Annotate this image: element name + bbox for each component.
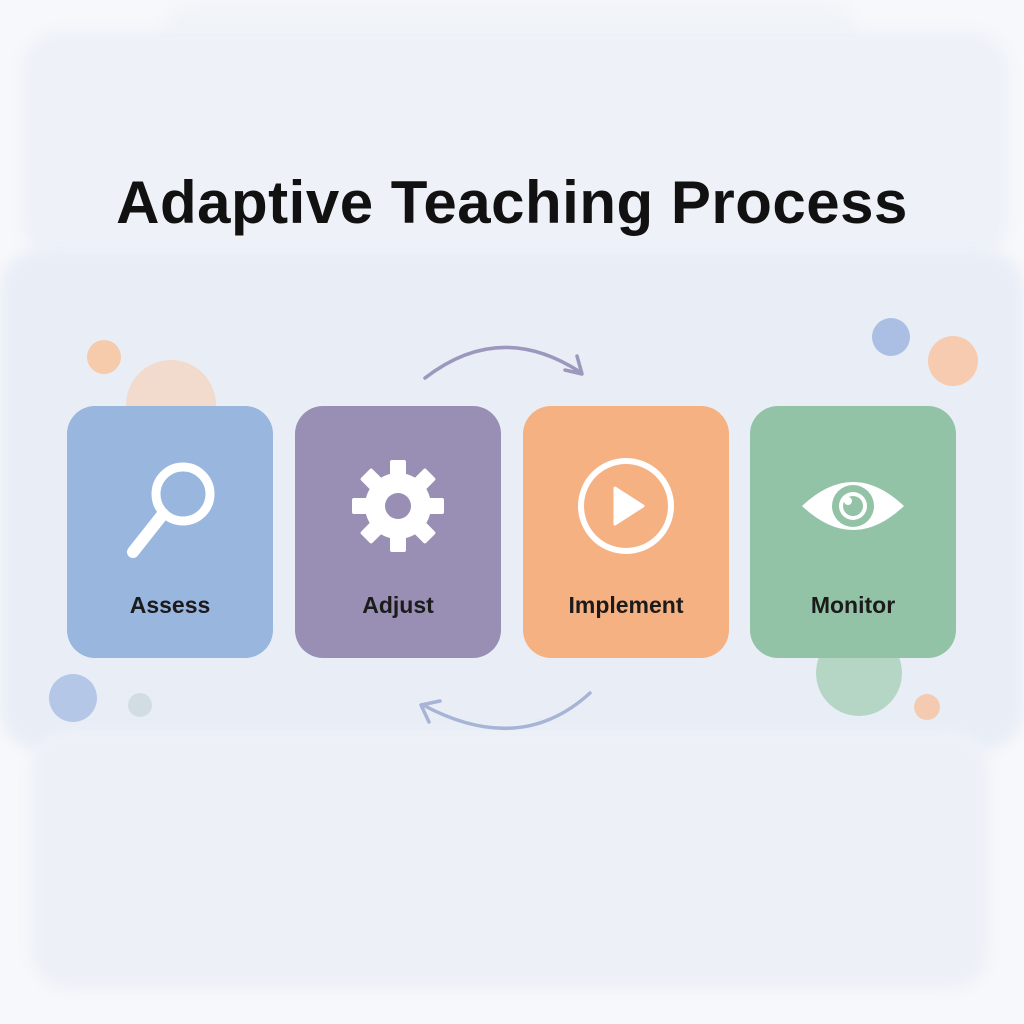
play-icon: [578, 458, 674, 554]
decorative-dot: [914, 694, 940, 720]
background-wash: [30, 730, 990, 990]
decorative-dot: [128, 693, 152, 717]
decorative-dot: [928, 336, 978, 386]
cycle-arrow-back: [419, 691, 592, 731]
step-label-adjust: Adjust: [362, 592, 434, 618]
decorative-dot: [87, 340, 121, 374]
magnifier-icon: [127, 462, 215, 558]
diagram-title: Adaptive Teaching Process: [116, 169, 908, 236]
decorative-dot: [49, 674, 97, 722]
step-label-assess: Assess: [129, 592, 211, 618]
step-label-monitor: Monitor: [810, 592, 896, 618]
step-card-implement: Implement: [523, 406, 729, 658]
step-card-monitor: Monitor: [750, 406, 956, 658]
cycle-arrow-forward: [423, 345, 584, 380]
step-card-adjust: Adjust: [295, 406, 501, 658]
eye-icon: [802, 482, 904, 530]
gear-icon: [352, 460, 444, 552]
step-label-implement: Implement: [568, 592, 684, 618]
background-wash: [20, 30, 1010, 260]
step-card-assess: Assess: [67, 406, 273, 658]
decorative-dot: [872, 318, 910, 356]
